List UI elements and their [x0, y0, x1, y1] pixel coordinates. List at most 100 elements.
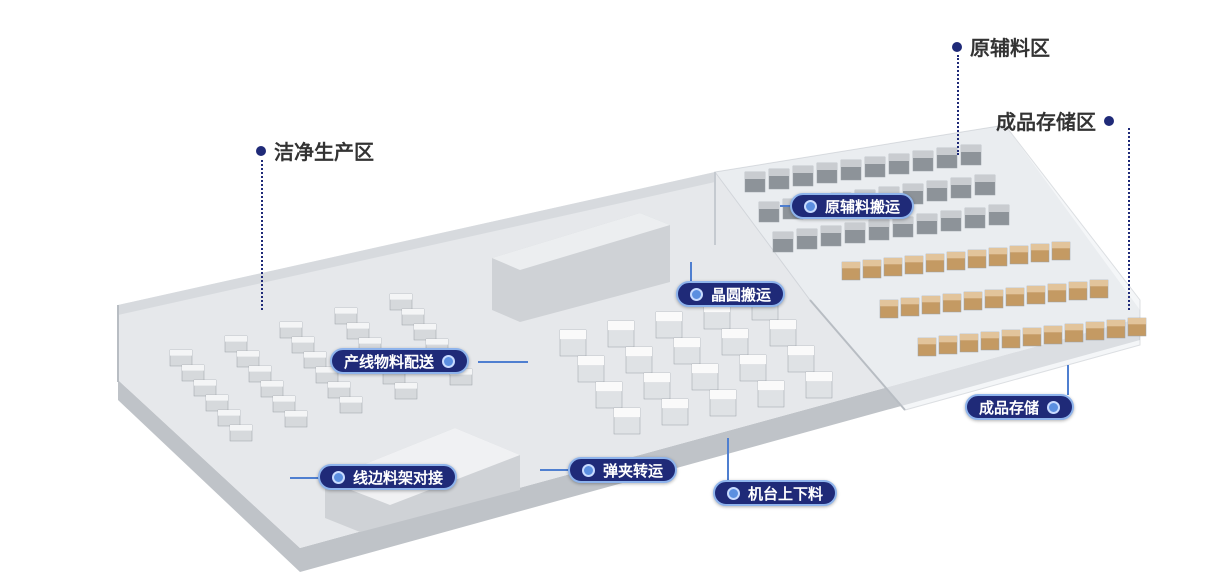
anchor-dot-icon — [804, 199, 817, 213]
pallet — [917, 337, 937, 357]
process-tool — [625, 346, 653, 374]
pallet — [883, 257, 903, 277]
zone-dot-icon — [256, 145, 266, 156]
rack — [888, 153, 910, 175]
rack — [864, 156, 886, 178]
tag-machine-loading: 机台上下料 — [713, 480, 838, 506]
pallet — [1022, 327, 1042, 347]
workstation — [394, 382, 418, 400]
tag-raw-material-handling: 原辅料搬运 — [790, 193, 915, 219]
connector-line — [290, 477, 324, 479]
workstation — [248, 365, 272, 383]
rack — [950, 177, 972, 199]
zone-dot-icon — [952, 41, 962, 52]
clean-zone-leader-line — [261, 160, 263, 310]
zone-title: 洁净生产区 — [274, 140, 374, 164]
process-tool — [787, 345, 815, 373]
tag-magazine-transfer: 弹夹转运 — [568, 457, 678, 483]
tag-text: 晶圆搬运 — [711, 285, 772, 304]
workstation — [389, 293, 413, 311]
connector-line — [780, 205, 792, 207]
process-tool — [607, 320, 635, 348]
tag-wafer-handling: 晶圆搬运 — [676, 281, 786, 307]
connector-line — [478, 361, 528, 363]
tag-text: 成品存储 — [979, 398, 1040, 417]
workstation — [217, 409, 241, 427]
anchor-dot-icon — [727, 486, 740, 500]
zone-dot-icon — [1104, 115, 1114, 126]
pallet — [1043, 325, 1063, 345]
process-tool — [769, 319, 797, 347]
workstation — [181, 364, 205, 382]
pallet — [925, 253, 945, 273]
zone-label-clean-production: 洁净生产区 — [256, 136, 374, 165]
process-tool — [691, 363, 719, 391]
process-tool — [805, 371, 833, 399]
anchor-dot-icon — [582, 463, 595, 477]
zone-title: 原辅料区 — [970, 36, 1050, 60]
process-tool — [673, 337, 701, 365]
rack — [936, 147, 958, 169]
workstation — [339, 396, 363, 414]
workstation — [303, 351, 327, 369]
process-tool — [595, 381, 623, 409]
workstation — [272, 395, 296, 413]
rack — [892, 216, 914, 238]
workstation — [327, 381, 351, 399]
pallet — [1001, 329, 1021, 349]
workstation — [334, 307, 358, 325]
rack — [974, 174, 996, 196]
pallet — [946, 251, 966, 271]
connector-line — [727, 438, 729, 482]
anchor-dot-icon — [1047, 400, 1061, 414]
rack — [964, 207, 986, 229]
workstation — [346, 322, 370, 340]
pallet — [862, 259, 882, 279]
pallet — [942, 293, 962, 313]
tag-text: 弹夹转运 — [603, 461, 664, 480]
pallet — [904, 255, 924, 275]
tag-text: 机台上下料 — [748, 484, 824, 503]
rack — [792, 165, 814, 187]
pallet — [1047, 283, 1067, 303]
pallet — [1127, 317, 1147, 337]
pallet — [1026, 285, 1046, 305]
process-tool — [703, 302, 731, 330]
tag-line-material-delivery: 产线物料配送 — [330, 348, 470, 374]
rack — [912, 150, 934, 172]
zone-title: 成品存储区 — [996, 110, 1096, 134]
pallet — [984, 289, 1004, 309]
workstation — [193, 379, 217, 397]
pallet — [967, 249, 987, 269]
anchor-dot-icon — [332, 470, 345, 484]
pallet — [841, 261, 861, 281]
workstation — [284, 410, 308, 428]
process-tool — [655, 311, 683, 339]
rack — [988, 204, 1010, 226]
rack — [816, 162, 838, 184]
workstation — [229, 424, 253, 442]
tag-text: 产线物料配送 — [344, 352, 435, 371]
connector-line — [690, 262, 692, 282]
workstation — [236, 350, 260, 368]
pallet — [1051, 241, 1071, 261]
pallet — [1068, 281, 1088, 301]
process-tool — [661, 398, 689, 426]
connector-line — [1067, 365, 1069, 395]
rack — [820, 225, 842, 247]
rack — [772, 231, 794, 253]
rack — [916, 213, 938, 235]
rack — [744, 171, 766, 193]
process-tool — [643, 372, 671, 400]
connector-line — [540, 469, 572, 471]
zone-label-raw-material: 原辅料区 — [952, 32, 1050, 61]
workstation — [224, 335, 248, 353]
workstation — [291, 336, 315, 354]
rack — [960, 144, 982, 166]
process-tool — [721, 328, 749, 356]
process-tool — [757, 380, 785, 408]
rack — [940, 210, 962, 232]
workstation — [401, 308, 425, 326]
pallet — [938, 335, 958, 355]
tag-lineside-rack-docking: 线边料架对接 — [318, 464, 458, 490]
